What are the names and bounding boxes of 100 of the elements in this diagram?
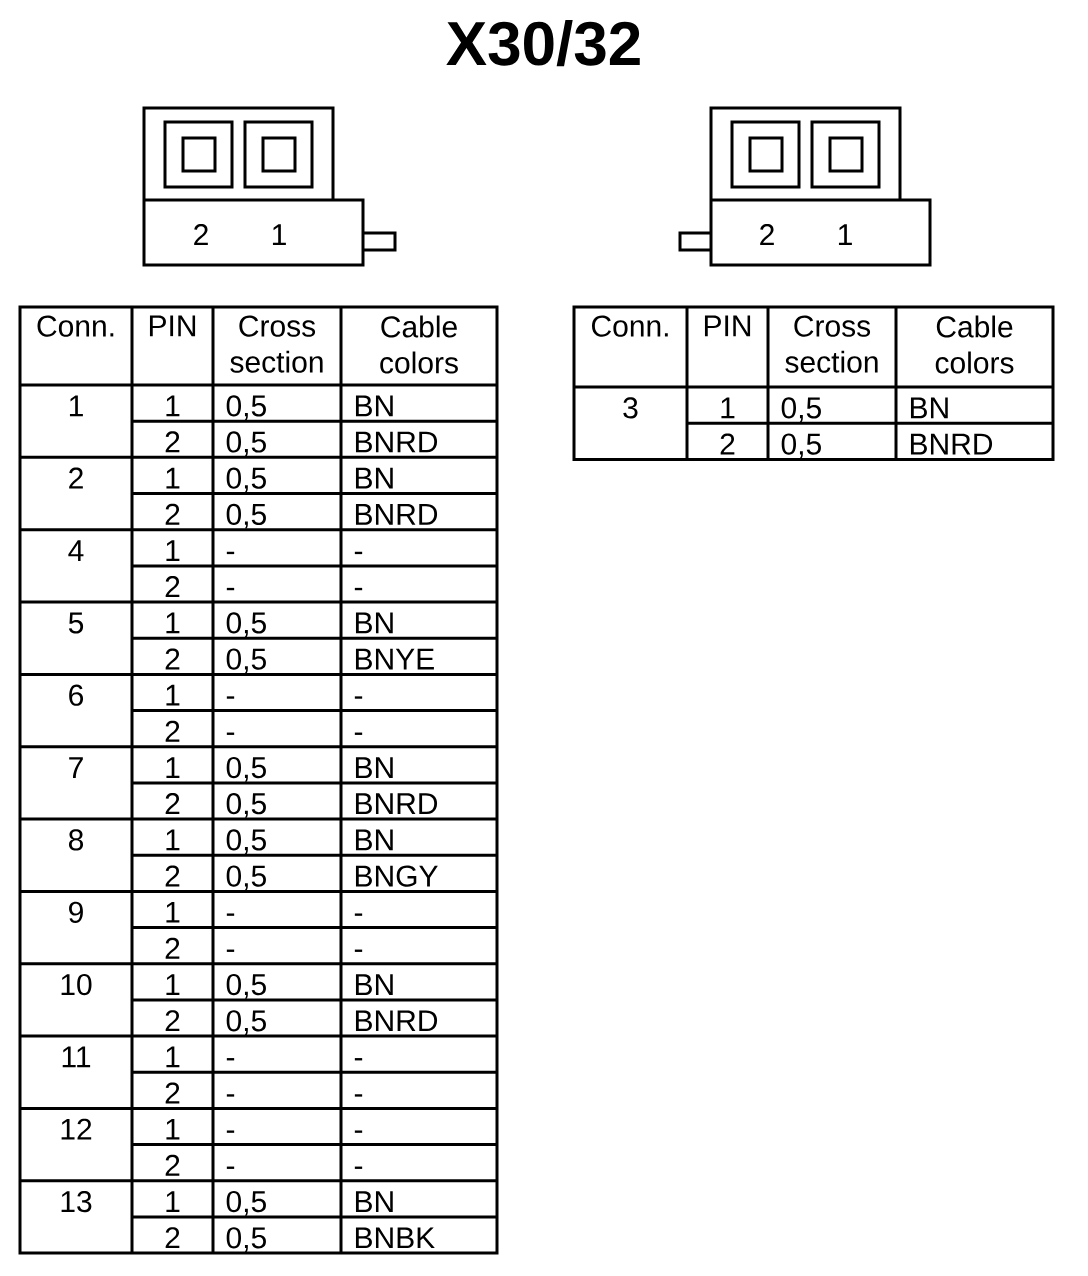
- table-cell: 1: [69, 395, 83, 417]
- table-cell: -: [354, 1166, 363, 1169]
- table-cell: 2: [720, 433, 735, 455]
- table-cell: -: [354, 551, 363, 555]
- table-cell: 0,5: [226, 793, 266, 818]
- column-header: Cross section: [230, 315, 323, 373]
- table-cell: 2: [165, 937, 180, 959]
- table-cell: 2: [165, 648, 180, 670]
- table-cell: 1: [166, 757, 180, 778]
- table-cell: BNBK: [355, 1227, 435, 1249]
- column-header: Conn.: [592, 315, 668, 337]
- column-header: PIN: [149, 315, 196, 337]
- table-cell: BNGY: [355, 865, 438, 887]
- table-cell: -: [354, 913, 363, 916]
- table-cell: 11: [62, 1046, 91, 1068]
- table-cell: BN: [355, 1191, 393, 1212]
- table-cell: -: [354, 1058, 363, 1061]
- column-header: Cable colors: [935, 315, 1014, 374]
- table-cell: BNRD: [355, 1010, 438, 1032]
- table-cell: 1: [166, 1046, 180, 1068]
- table-cell: 0,5: [781, 433, 821, 459]
- table-cell: 0,5: [226, 829, 266, 855]
- table-cell: 0,5: [226, 503, 266, 529]
- table-cell: BN: [910, 397, 948, 419]
- table-cell: 2: [165, 793, 180, 814]
- table-cell: BN: [355, 612, 393, 634]
- table-cell: -: [226, 913, 235, 916]
- table-cell: 1: [166, 540, 180, 561]
- table-cell: BN: [355, 974, 393, 995]
- table-cell: 1: [166, 974, 180, 995]
- table-cell: BNRD: [355, 504, 438, 525]
- table-cell: -: [226, 1094, 235, 1097]
- table-cell: BN: [355, 395, 393, 417]
- column-header: Cable colors: [380, 315, 458, 374]
- table-cell: BN: [355, 829, 393, 851]
- table-cell: -: [226, 696, 235, 699]
- table-cell: 2: [165, 1154, 180, 1176]
- table-cell: 1: [166, 829, 180, 851]
- table-cell: 5: [68, 612, 84, 634]
- table-cell: BNRD: [355, 431, 438, 453]
- table-cell: 0,5: [226, 1190, 266, 1216]
- table-cell: 0,5: [226, 1010, 266, 1035]
- table-cell: 1: [166, 1118, 180, 1140]
- table-cell: 10: [61, 973, 92, 996]
- table-cell: BNYE: [355, 648, 434, 670]
- table-cell: 0,5: [781, 397, 821, 423]
- table-cell: 2: [69, 467, 83, 489]
- table-cell: 0,5: [226, 395, 266, 421]
- table-cell: 6: [69, 684, 84, 706]
- table-cell: 2: [165, 1010, 180, 1032]
- table-cell: 1: [166, 1191, 180, 1212]
- table-cell: 2: [165, 865, 180, 887]
- pin-number: 2: [760, 224, 774, 245]
- table-cell: 0,5: [226, 973, 266, 999]
- table-cell: -: [354, 1094, 363, 1097]
- table-cell: 0,5: [226, 431, 266, 457]
- table-cell: 1: [166, 901, 180, 923]
- table-cell: BNRD: [355, 793, 438, 814]
- table-cell: 3: [623, 397, 638, 419]
- table-cell: -: [226, 551, 235, 555]
- table-cell: 2: [165, 1227, 180, 1249]
- table-cell: 0,5: [226, 1227, 266, 1252]
- table-cell: 4: [68, 540, 84, 561]
- title: X30/32: [446, 20, 640, 67]
- table-cell: 1: [166, 467, 180, 489]
- table-cell: -: [354, 949, 363, 952]
- table-cell: 2: [165, 576, 180, 597]
- table-cell: 1: [166, 395, 180, 417]
- table-cell: 0,5: [226, 756, 266, 782]
- table-cell: -: [354, 587, 363, 591]
- table-cell: 13: [61, 1190, 92, 1213]
- table-cell: BNRD: [910, 433, 993, 455]
- table-cell: 2: [165, 1082, 180, 1104]
- table-cell: -: [226, 1130, 235, 1133]
- table-cell: -: [226, 1166, 235, 1169]
- table-cell: -: [354, 732, 363, 735]
- table-cell: 0,5: [226, 467, 266, 493]
- table-cell: -: [226, 949, 235, 952]
- table-cell: 12: [61, 1118, 92, 1140]
- table-cell: 1: [166, 684, 180, 706]
- table-cell: 0,5: [226, 648, 266, 674]
- table-cell: 0,5: [226, 612, 266, 638]
- table-cell: -: [354, 1130, 363, 1133]
- table-cell: 1: [166, 612, 180, 634]
- table-cell: -: [354, 696, 363, 699]
- column-header: Conn.: [37, 315, 114, 337]
- table-cell: -: [226, 732, 235, 735]
- table-cell: 2: [165, 720, 180, 742]
- table-cell: -: [226, 1058, 235, 1061]
- table-cell: BN: [355, 757, 393, 778]
- table-cell: 2: [165, 503, 180, 525]
- pin-number: 1: [838, 224, 852, 245]
- table-cell: 7: [69, 757, 83, 778]
- table-cell: BN: [355, 467, 393, 489]
- table-cell: 2: [165, 431, 180, 453]
- table-cell: 9: [69, 901, 83, 923]
- table-cell: -: [226, 587, 235, 591]
- pin-number: 2: [194, 224, 208, 245]
- pin-number: 1: [272, 224, 286, 245]
- table-cell: 8: [68, 829, 84, 851]
